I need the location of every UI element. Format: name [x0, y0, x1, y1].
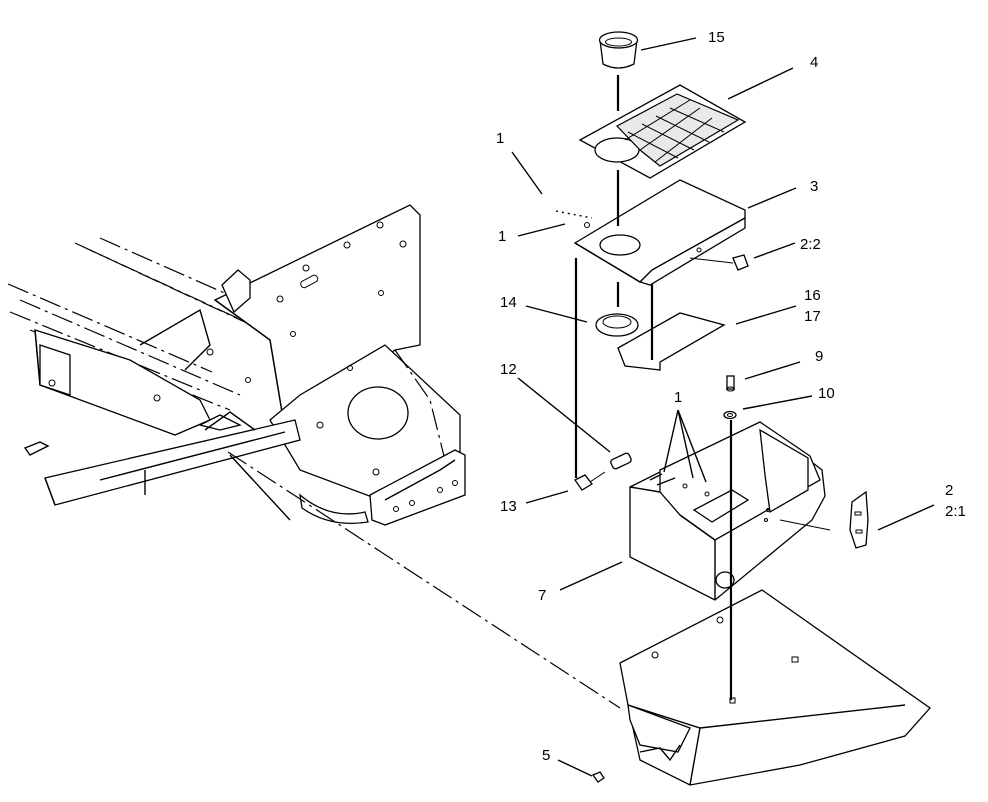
cup-holder-part: [598, 31, 639, 69]
console-body-part: [629, 421, 826, 601]
callout-17: 17: [804, 308, 821, 325]
callout-4: 4: [810, 54, 818, 71]
console-panel-part: [573, 179, 746, 286]
callout-14: 14: [500, 294, 517, 311]
callout-10: 10: [818, 385, 835, 402]
decal-sheet-part: [578, 84, 747, 179]
callout-2-2: 2:2: [800, 236, 821, 253]
callout-1: 1: [498, 228, 506, 245]
decal-plate-part: [617, 312, 726, 371]
callout-2: 2: [945, 482, 953, 499]
clip-2-2-part: [732, 254, 749, 271]
callout-3: 3: [810, 178, 818, 195]
leader-lines: [511, 37, 935, 777]
callout-1: 1: [674, 389, 682, 406]
connector-part: [574, 452, 632, 491]
callout-1: 1: [496, 130, 504, 147]
callout-12: 12: [500, 361, 517, 378]
floor-plate-part: [619, 589, 931, 786]
callout-9: 9: [815, 348, 823, 365]
callout-13: 13: [500, 498, 517, 515]
callout-labels: 15 4 1 3 1 2:2 14 16 17 9 12 10 1 2 2:1 …: [496, 29, 966, 764]
callout-7: 7: [538, 587, 546, 604]
washer-part: [723, 410, 737, 420]
screw-part: [726, 375, 735, 392]
latch-part: [849, 490, 869, 549]
callout-16: 16: [804, 287, 821, 304]
frame-assembly: [7, 204, 466, 526]
nut-part: [592, 771, 605, 783]
callout-2-1: 2:1: [945, 503, 966, 520]
exploded-parts: [227, 31, 931, 786]
callout-15: 15: [708, 29, 725, 46]
callout-5: 5: [542, 747, 550, 764]
grommet-part: [595, 313, 639, 337]
